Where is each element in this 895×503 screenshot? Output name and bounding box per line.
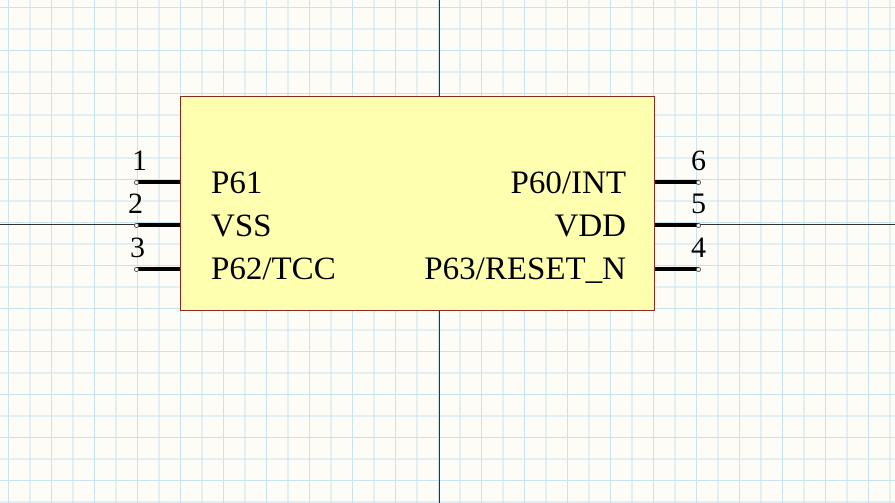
pin-4-name: P63/RESET_N xyxy=(424,251,626,287)
pin-2-endpoint xyxy=(134,223,139,228)
pin-2-name: VSS xyxy=(211,208,272,244)
component-body[interactable] xyxy=(180,96,655,311)
pin-3-name: P62/TCC xyxy=(211,251,336,287)
pin-5-endpoint xyxy=(696,223,701,228)
pin-6-endpoint xyxy=(696,180,701,185)
pin-4-number: 4 xyxy=(691,231,706,264)
pin-1-name: P61 xyxy=(211,165,263,201)
pin-5-number: 5 xyxy=(691,187,706,220)
pin-6-name: P60/INT xyxy=(510,165,627,201)
pin-1-number: 1 xyxy=(132,144,147,177)
pin-3-line[interactable] xyxy=(136,267,180,271)
pin-1-line[interactable] xyxy=(136,180,180,184)
pin-2-line[interactable] xyxy=(136,223,180,227)
pin-4-endpoint xyxy=(696,267,701,272)
pin-2-number: 2 xyxy=(128,187,143,220)
pin-6-number: 6 xyxy=(691,144,706,177)
pin-1-endpoint xyxy=(134,180,139,185)
pin-3-endpoint xyxy=(134,267,139,272)
pin-3-number: 3 xyxy=(130,231,145,264)
pin-5-name: VDD xyxy=(554,208,627,244)
pin-4-line[interactable] xyxy=(655,267,699,271)
pin-5-line[interactable] xyxy=(655,223,699,227)
pin-6-line[interactable] xyxy=(655,180,699,184)
